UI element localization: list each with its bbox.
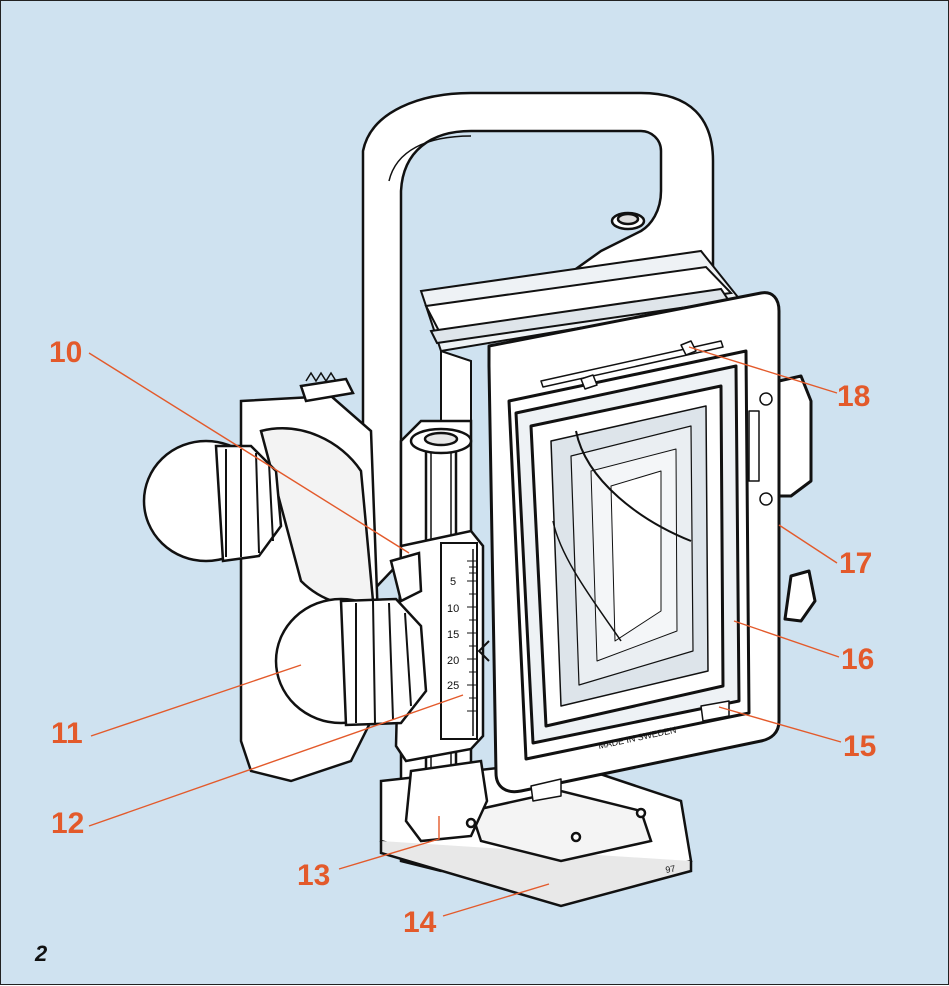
callout-12: 12 <box>51 807 85 840</box>
leader-11 <box>90 664 302 737</box>
leader-18 <box>688 346 838 394</box>
callout-10: 10 <box>49 336 83 369</box>
scale-mark-10: 10 <box>447 603 459 615</box>
rise-knob-lower <box>274 551 428 727</box>
leader-14 <box>442 883 550 917</box>
leader-lines <box>88 346 842 917</box>
bellows <box>419 249 743 433</box>
callout-15: 15 <box>843 730 877 763</box>
callout-18: 18 <box>837 380 871 413</box>
leader-16 <box>733 620 840 658</box>
rail-foot <box>404 759 489 843</box>
scale-mark-20: 20 <box>447 655 459 667</box>
callout-17: 17 <box>839 547 873 580</box>
callout-11: 11 <box>51 717 83 750</box>
artist-signature: 97 <box>665 863 677 875</box>
callout-13: 13 <box>297 859 331 892</box>
scale-numbers: 5 10 15 20 25 <box>447 576 459 692</box>
leader-12 <box>88 694 464 827</box>
scale-pointer <box>477 640 490 662</box>
focus-knob-upper <box>142 371 383 783</box>
leader-10 <box>88 352 410 554</box>
figure-number: 2 <box>35 941 48 966</box>
front-standard <box>487 291 817 802</box>
scale-ticks <box>467 560 477 712</box>
scale-mark-25: 25 <box>447 680 459 692</box>
callout-16: 16 <box>841 643 875 676</box>
leader-17 <box>778 524 838 564</box>
leader-15 <box>718 706 842 743</box>
scale-mark-5: 5 <box>450 576 456 588</box>
scale-mark-15: 15 <box>447 629 459 641</box>
callout-14: 14 <box>403 906 437 939</box>
leader-13 <box>338 816 440 870</box>
